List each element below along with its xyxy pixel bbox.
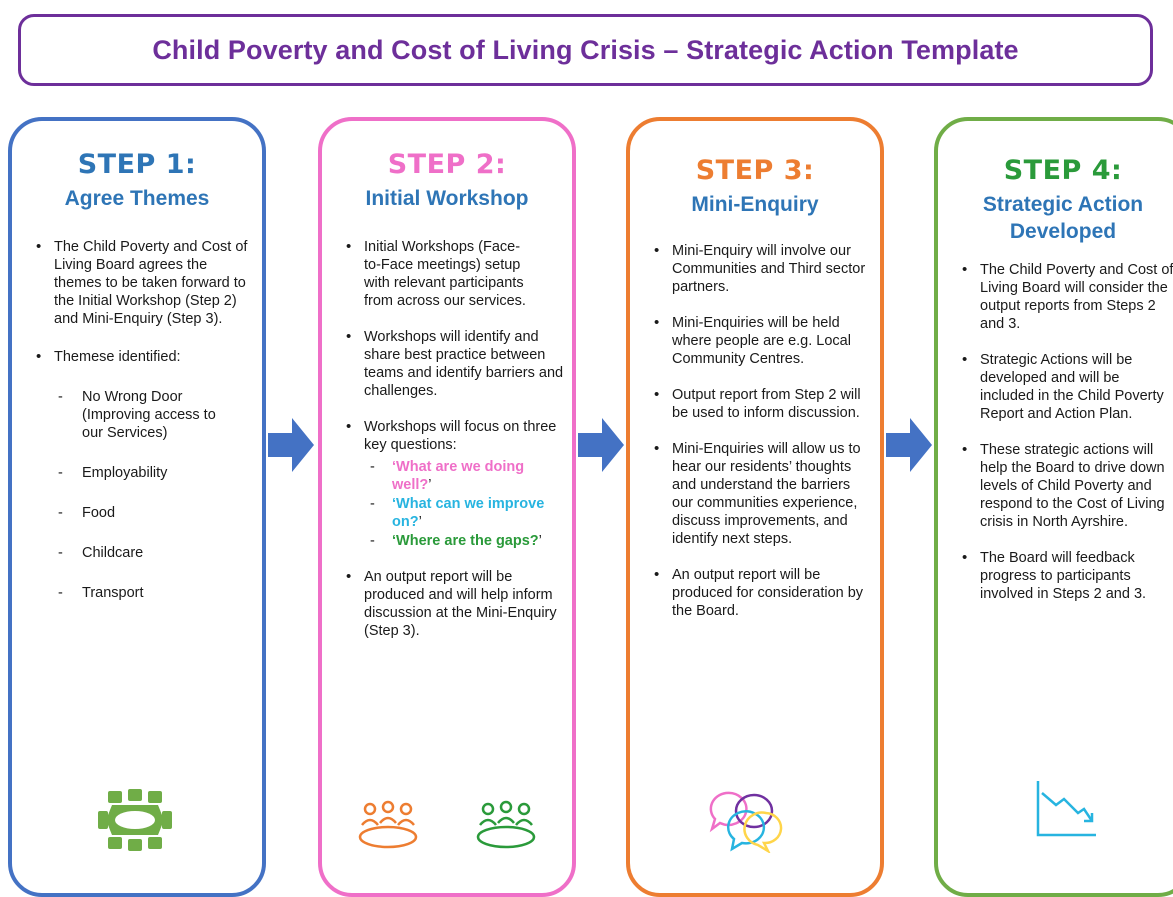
list-item: Mini-Enquiry will involve our Communitie… [630,242,880,296]
theme-item: Employability [12,464,262,482]
key-questions: ‘What are we doing well?’ ‘What can we i… [364,458,558,550]
arrow-right-icon [886,418,932,472]
arrow-right-icon [578,418,624,472]
list-item: An output report will be produced and wi… [322,568,572,640]
page-title: Child Poverty and Cost of Living Crisis … [152,34,1019,65]
step-1-subtitle: Agree Themes [64,187,210,210]
question-text: What are we doing well? [392,459,525,493]
list-item: Output report from Step 2 will be used t… [630,386,880,422]
downward-trend-chart-icon [1036,781,1096,837]
theme-item: Transport [12,584,262,602]
step-2-card: STEP 2: Initial Workshop Initial Worksho… [318,117,576,897]
question-item: ‘Where are the gaps?’ [364,532,558,550]
list-item: Themese identified: [12,348,262,366]
step-4-card: STEP 4: Strategic Action Developed The C… [934,117,1173,897]
list-item: Mini-Enquiries will allow us to hear our… [630,440,880,548]
list-item: Strategic Actions will be developed and … [938,351,1173,423]
list-item: The Child Poverty and Cost of Living Boa… [12,238,262,328]
arrow-right-icon [268,418,314,472]
step-1-themes: No Wrong Door (Improving access to our S… [12,388,262,602]
step-3-card: STEP 3: Mini-Enquiry Mini-Enquiry will i… [626,117,884,897]
step-3-subtitle: Mini-Enquiry [691,193,819,216]
title-banner: Child Poverty and Cost of Living Crisis … [18,14,1153,86]
meeting-table-icon [98,789,172,851]
step-3-bullets: Mini-Enquiry will involve our Communitie… [630,242,880,620]
theme-item: Food [12,504,262,522]
step-2-bullets: Initial Workshops (Face-to-Face meetings… [322,238,572,640]
list-item: Workshops will identify and share best p… [322,328,572,400]
step-4-bullets: The Child Poverty and Cost of Living Boa… [938,261,1173,603]
step-4-label: STEP 4: [1003,155,1123,186]
list-item: Workshops will focus on three key questi… [322,418,572,550]
step-1-label: STEP 1: [77,149,197,180]
list-item: Mini-Enquiries will be held where people… [630,314,880,368]
list-item: The Board will feedback progress to part… [938,549,1173,603]
speech-bubbles-icon [709,791,783,853]
step-3-label: STEP 3: [695,155,815,186]
list-item: An output report will be produced for co… [630,566,880,620]
step-2-subtitle: Initial Workshop [365,187,529,210]
step-4-subtitle: Strategic Action Developed [982,193,1144,243]
question-item: ‘What are we doing well?’ [364,458,558,494]
list-item: Initial Workshops (Face-to-Face meetings… [322,238,572,310]
step-1-card: STEP 1: Agree Themes The Child Poverty a… [8,117,266,897]
question-intro: Workshops will focus on three key questi… [364,419,557,453]
question-item: ‘What can we improve on?’ [364,495,558,531]
question-text: Where are the gaps? [396,533,539,549]
theme-item: Childcare [12,544,262,562]
theme-item: No Wrong Door (Improving access to our S… [12,388,262,442]
group-meeting-icon [358,800,536,849]
list-item: The Child Poverty and Cost of Living Boa… [938,261,1173,333]
step-2-label: STEP 2: [387,149,507,180]
question-text: What can we improve on? [392,496,545,530]
step-1-bullets: The Child Poverty and Cost of Living Boa… [12,238,262,366]
list-item: These strategic actions will help the Bo… [938,441,1173,531]
